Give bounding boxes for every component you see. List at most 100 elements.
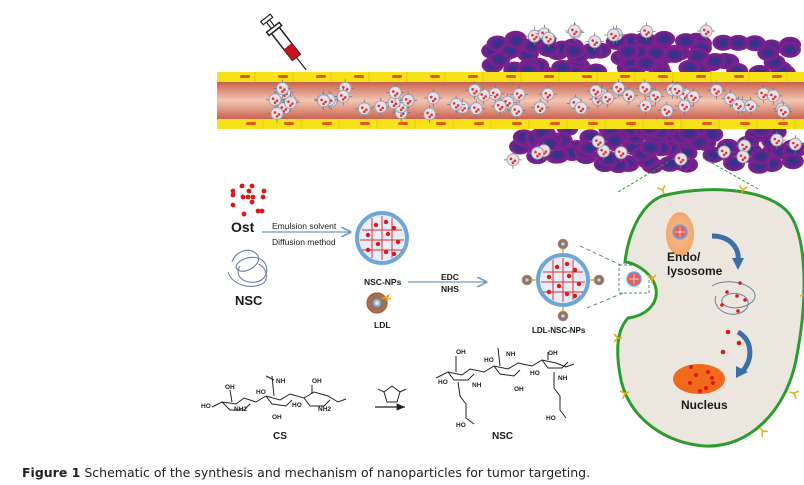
endothelial-nucleus	[620, 75, 630, 78]
receptor-icon	[657, 184, 666, 195]
chem-label: OH	[548, 350, 558, 357]
tumor-cell	[617, 43, 640, 60]
endothelial-nucleus	[316, 75, 326, 78]
blood-vessel	[217, 21, 804, 170]
endothelial-nucleus	[474, 122, 484, 125]
endothelial-nucleus	[512, 122, 522, 125]
tumor-cell	[639, 139, 662, 156]
released-drug-dots	[720, 281, 747, 355]
chem-label: NH	[276, 378, 286, 385]
tumor-cell	[674, 33, 697, 50]
succinic-anhydride	[377, 385, 407, 403]
endothelial-nucleus	[740, 122, 750, 125]
receptor-icon	[619, 390, 630, 399]
ldl-nsc-np-icon	[521, 238, 605, 322]
endothelial-nucleus	[398, 122, 408, 125]
endothelial-nucleus	[696, 75, 706, 78]
endothelial-nucleus	[702, 122, 712, 125]
chem-label: HO	[201, 403, 211, 410]
endothelial-nucleus	[468, 75, 478, 78]
chem-label: NH2	[234, 406, 247, 413]
tumor-cell	[757, 44, 780, 61]
chem-label: NH	[472, 382, 482, 389]
released-polymer-icon	[711, 281, 756, 315]
endothelial-nucleus	[550, 122, 560, 125]
nanoparticle	[564, 21, 584, 41]
label-nhs: NHS	[441, 284, 459, 294]
label-emulsion-solvent: Emulsion solvent	[272, 221, 337, 231]
chem-label: NH2	[318, 406, 331, 413]
endothelial-nucleus	[246, 122, 256, 125]
endothelial-nucleus	[240, 75, 250, 78]
tumor-cell	[505, 32, 528, 49]
label-ldl-nsc-nps: LDL-NSC-NPs	[532, 326, 586, 335]
chem-label: HO	[546, 415, 556, 422]
chem-label: OH	[225, 384, 235, 391]
tumor-cell	[778, 41, 801, 58]
label-nsc-product: NSC	[492, 431, 514, 442]
chem-label: OH	[514, 386, 524, 393]
label-edc: EDC	[441, 272, 459, 282]
chem-label: HO	[292, 402, 302, 409]
chem-label: HO	[256, 389, 266, 396]
ldl-icon	[366, 292, 392, 314]
endothelial-nucleus	[322, 122, 332, 125]
endothelial-nucleus	[626, 122, 636, 125]
tumor-cell	[488, 51, 511, 68]
endothelial-nucleus	[582, 75, 592, 78]
chem-label: OH	[272, 414, 282, 421]
label-cs: CS	[273, 431, 287, 442]
chem-label: HO	[530, 370, 540, 377]
zoom-line-right	[702, 157, 761, 191]
syringe-icon	[259, 13, 307, 71]
receptor-icon	[613, 333, 622, 343]
np-zoom-line-top	[579, 245, 624, 267]
vessel-wall-bottom	[217, 119, 804, 129]
ost-drug-dots	[230, 183, 267, 217]
curved-arrow-2	[736, 329, 753, 374]
label-endo: Endo/	[667, 250, 701, 264]
cell-receptors	[613, 184, 804, 437]
label-nucleus: Nucleus	[681, 398, 728, 412]
endothelial-nucleus	[354, 75, 364, 78]
nsc-polymer-icon	[227, 249, 268, 287]
endothelial-nucleus	[284, 122, 294, 125]
tumor-cell	[781, 153, 804, 170]
label-ost: Ost	[231, 219, 255, 235]
endothelial-nucleus	[278, 75, 288, 78]
chem-label: HO	[484, 357, 494, 364]
endothelial-nucleus	[436, 122, 446, 125]
receptor-icon	[738, 184, 748, 195]
chem-label: NH	[506, 351, 516, 358]
caption-label: Figure 1	[22, 465, 81, 480]
endothelial-nucleus	[772, 75, 782, 78]
endothelial-nucleus	[506, 75, 516, 78]
label-lysosome: lysosome	[667, 264, 723, 278]
endothelial-nucleus	[588, 122, 598, 125]
chem-label: HO	[438, 379, 448, 386]
tumor-cell	[749, 148, 772, 165]
endothelial-nucleus	[658, 75, 668, 78]
cs-structure	[211, 375, 347, 411]
endothelial-nucleus	[664, 122, 674, 125]
chem-label: OH	[312, 378, 322, 385]
tumor-cell-membrane	[616, 188, 804, 448]
tumor-cell	[663, 46, 686, 63]
label-ldl: LDL	[374, 320, 391, 330]
chem-label: HO	[456, 422, 466, 429]
receptor-icon	[789, 390, 800, 399]
receptor-icon	[799, 290, 804, 300]
chem-label: OH	[456, 349, 466, 356]
endothelial-nucleus	[392, 75, 402, 78]
tumor-cell	[727, 34, 750, 51]
label-nsc-nps: NSC-NPs	[364, 277, 402, 287]
label-diffusion-method: Diffusion method	[272, 237, 336, 247]
receptor-icon	[647, 274, 657, 283]
nsc-structure	[435, 347, 575, 425]
np-zoom-line-bottom	[586, 292, 624, 309]
figure-caption: Figure 1 Schematic of the synthesis and …	[22, 465, 590, 480]
tumor-cell	[653, 30, 676, 47]
nucleus	[673, 364, 725, 394]
endosome-np-icon	[672, 224, 688, 240]
